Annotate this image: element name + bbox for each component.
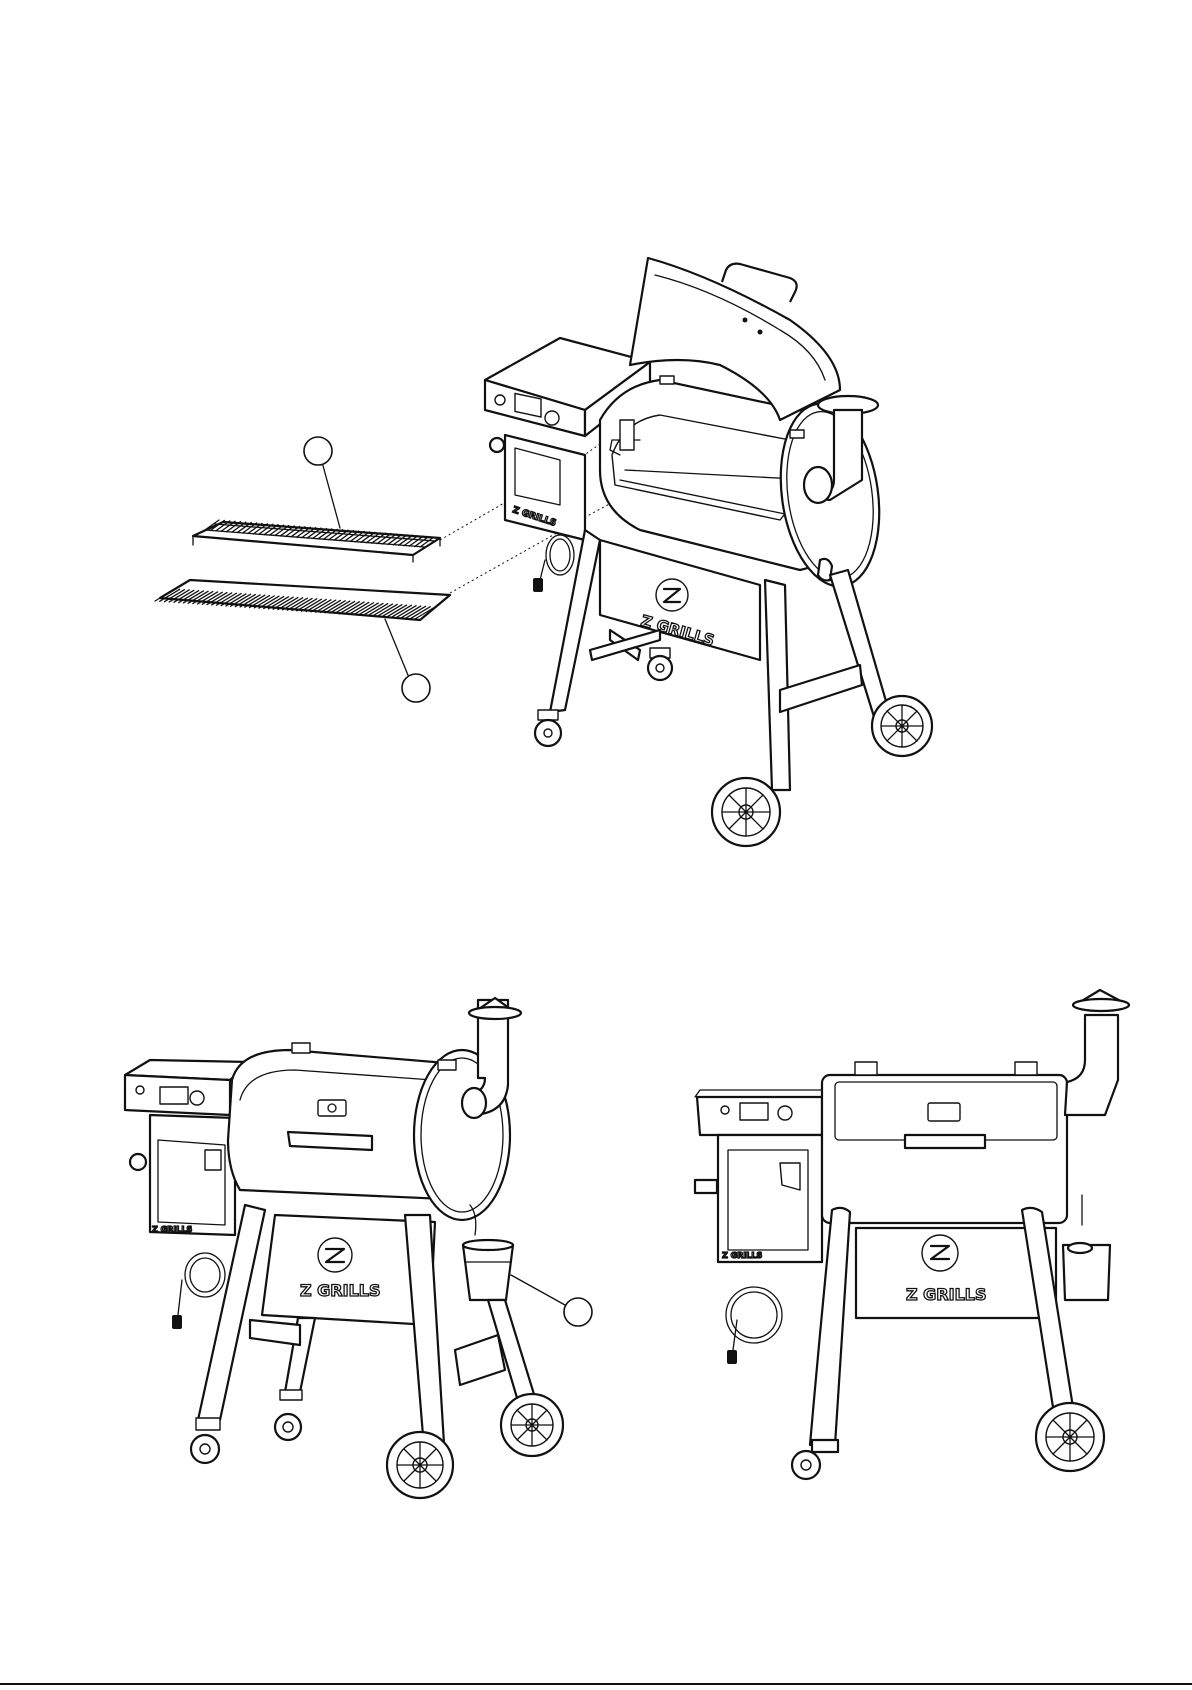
chimney-cap: [469, 1007, 521, 1019]
grill-wheels: [191, 1390, 563, 1498]
power-indicator-icon: [721, 1106, 729, 1114]
front-panel-logo-text: Z GRILLS: [906, 1285, 987, 1304]
hopper-window-icon: [780, 1163, 800, 1190]
power-indicator-icon: [136, 1086, 144, 1094]
lid-hinge-icon: [1015, 1062, 1037, 1075]
leg-front-left: [198, 1205, 265, 1420]
power-cord: [533, 535, 574, 592]
power-plug-icon: [727, 1350, 737, 1364]
front-panel-logo-text: Z GRILLS: [300, 1281, 381, 1300]
hopper-clean-out-knob-icon: [130, 1154, 146, 1170]
wheel-front-right: [1036, 1403, 1104, 1471]
hopper-logo-text: Z GRILLS: [722, 1251, 762, 1260]
heat-baffle-bracket: [620, 420, 634, 450]
lid-handle: [288, 1132, 372, 1150]
power-cord: [726, 1287, 782, 1364]
caster-wheel-back-left: [648, 648, 672, 680]
grill-barrel-front: [822, 1062, 1067, 1223]
figure-grill-closed-front: Z GRILLS: [695, 990, 1129, 1479]
caster-wheel-back-left: [275, 1390, 302, 1440]
leg-front-right: [765, 580, 790, 790]
caster-wheel-front-left: [191, 1418, 220, 1463]
pellet-hopper-front: Z GRILLS: [695, 1090, 822, 1262]
chimney-port: [804, 467, 832, 503]
power-indicator-icon: [495, 395, 505, 405]
figure-grill-closed-angled: Z GRILLS: [125, 998, 592, 1498]
upper-rack-callout-leader: [322, 462, 340, 528]
main-cooking-grate: [155, 580, 450, 620]
power-plug-icon: [533, 578, 543, 592]
lid-handle: [905, 1135, 985, 1148]
lid-hinge-icon: [660, 376, 674, 384]
lid-hinge-icon: [292, 1043, 310, 1053]
leg-crossbar: [780, 665, 862, 712]
hopper-clean-out-knob-icon: [490, 438, 504, 452]
power-plug-icon: [172, 1315, 182, 1329]
grease-bucket-callout: [564, 1298, 592, 1326]
upper-rack-callout: [304, 437, 332, 465]
wheel-back-right: [872, 696, 932, 756]
leg-front-right: [405, 1215, 445, 1460]
hopper-logo-text: Z GRILLS: [152, 1225, 192, 1234]
grill-barrel-closed: [228, 1043, 510, 1220]
control-knob-icon: [190, 1091, 204, 1105]
lid-hinge-icon: [438, 1060, 456, 1070]
chimney-cap: [1073, 999, 1129, 1011]
lid-badge: [928, 1103, 960, 1121]
main-grate-callout: [402, 674, 430, 702]
upper-warming-rack: [193, 520, 440, 562]
wheel-front-right: [387, 1432, 453, 1498]
wheel-front-right: [712, 778, 780, 846]
grease-bucket: [1063, 1195, 1110, 1300]
lid-hinge-icon: [855, 1062, 877, 1075]
main-grate-callout-leader: [385, 619, 410, 680]
lid-hinge-icon: [790, 430, 804, 438]
lid-badge: [318, 1100, 346, 1116]
chimney-port: [462, 1088, 486, 1118]
leg-front-left: [550, 530, 600, 712]
control-knob-icon: [778, 1106, 792, 1120]
leg-back-right: [830, 570, 890, 720]
chimney: [1065, 990, 1129, 1115]
display-screen-icon: [160, 1087, 188, 1104]
figure-grill-open-with-racks: Z GRILLS: [155, 258, 932, 846]
caster-wheel-front-left: [535, 710, 561, 746]
control-knob-icon: [545, 411, 559, 425]
hopper-window-icon: [205, 1150, 221, 1170]
power-cord: [172, 1253, 225, 1329]
wheel-back-right: [501, 1394, 563, 1456]
hopper-clean-out-knob-icon: [695, 1180, 717, 1193]
grease-bucket-callout-leader: [511, 1275, 565, 1305]
display-screen-icon: [740, 1103, 768, 1120]
caster-wheel-front-left: [792, 1451, 820, 1479]
